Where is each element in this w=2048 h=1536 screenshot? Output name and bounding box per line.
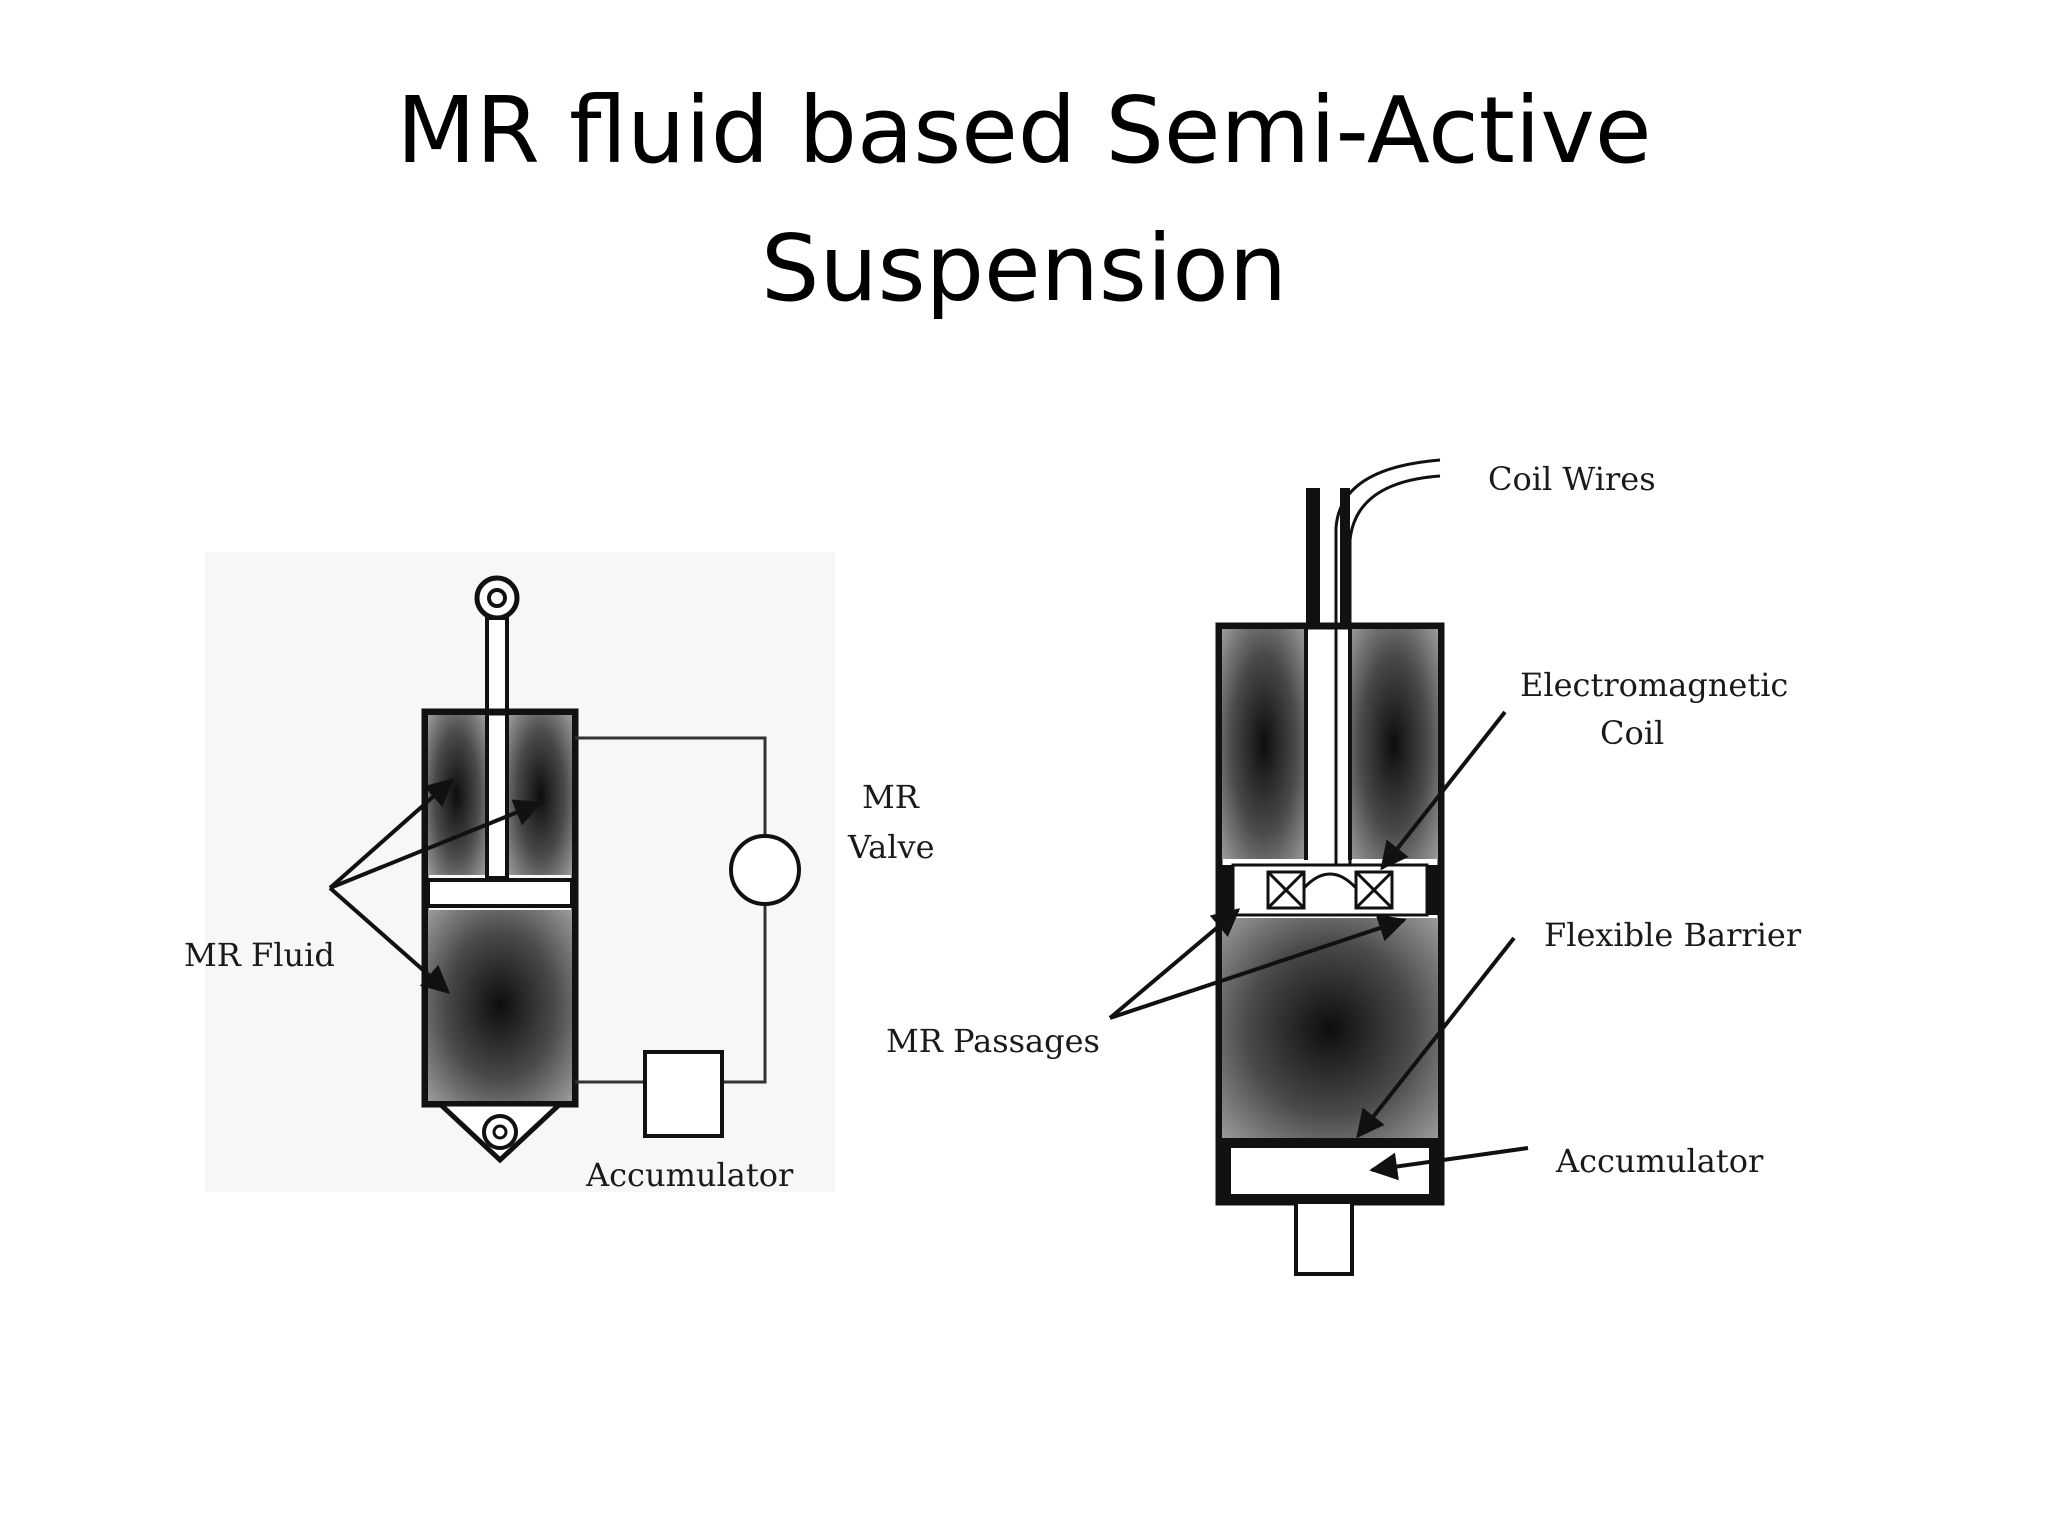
upper-right-fluid-chamber-right <box>1350 629 1438 859</box>
upper-right-fluid-chamber <box>509 715 572 875</box>
slide-title-line-1: MR fluid based Semi-Active <box>396 77 1652 184</box>
rod-left-wall <box>1306 488 1320 628</box>
right-diagram: Coil Wires Electromagnetic Coil Flexible… <box>886 458 1802 1276</box>
slide-title: MR fluid based Semi-Active Suspension <box>0 62 2048 338</box>
label-mr-valve-line-1: MR <box>862 778 920 816</box>
bottom-mount-eye <box>433 1101 567 1164</box>
label-flexible-barrier: Flexible Barrier <box>1544 916 1802 954</box>
label-mr-fluid: MR Fluid <box>184 936 335 974</box>
rod-right-wall <box>1340 488 1350 628</box>
right-diagram-arrows <box>1108 710 1529 1181</box>
coil-wires <box>1334 458 1441 870</box>
electromagnetic-coil-right <box>1354 870 1394 910</box>
coil-winding-loop <box>1302 872 1358 890</box>
slide-title-line-2: Suspension <box>760 215 1288 322</box>
piston-head <box>426 878 574 908</box>
left-seal <box>1219 865 1233 915</box>
top-mount-eye <box>474 575 520 621</box>
upper-left-fluid-chamber-right <box>1222 629 1306 859</box>
bottom-stub <box>1294 1200 1354 1276</box>
right-seal <box>1427 865 1441 915</box>
label-right-accumulator: Accumulator <box>1555 1142 1764 1180</box>
label-electromagnetic-coil-line-1: Electromagnetic <box>1520 666 1788 704</box>
left-diagram: MR Fluid MR Valve Accumulator <box>184 552 935 1194</box>
hydraulic-circuit <box>575 736 767 1084</box>
piston-rod <box>485 616 509 880</box>
label-coil-wires: Coil Wires <box>1488 460 1656 498</box>
left-accumulator-box <box>643 1050 724 1138</box>
lower-fluid-chamber <box>428 910 572 1101</box>
electromagnetic-coil-left <box>1266 870 1306 910</box>
mr-valve-symbol <box>729 834 801 906</box>
mr-fluid-arrows <box>328 778 543 994</box>
right-accumulator-chamber <box>1222 1148 1438 1196</box>
lower-fluid-chamber-right <box>1222 918 1438 1140</box>
label-electromagnetic-coil-line-2: Coil <box>1600 714 1664 752</box>
label-left-accumulator: Accumulator <box>585 1156 794 1194</box>
label-mr-valve-line-2: Valve <box>847 828 935 866</box>
label-mr-passages: MR Passages <box>886 1022 1100 1060</box>
flexible-barrier <box>1219 1138 1441 1148</box>
